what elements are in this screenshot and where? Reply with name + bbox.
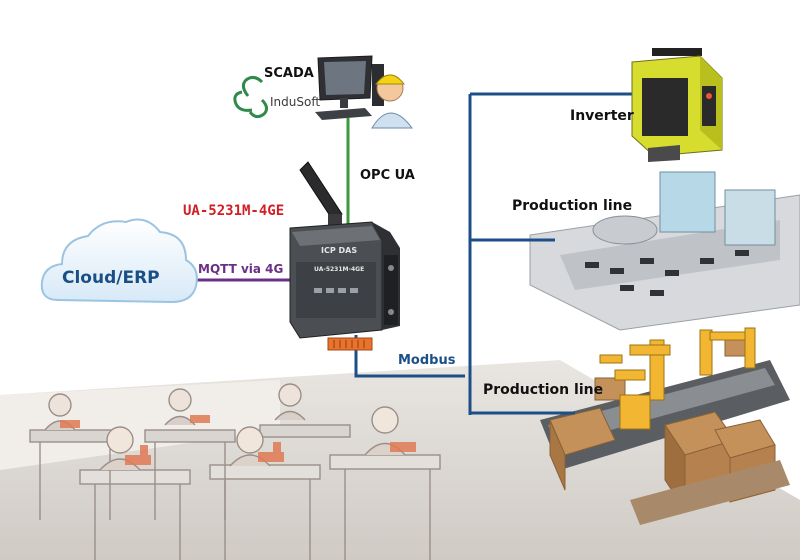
production-line-2-label: Production line (483, 382, 604, 398)
production-line-1 (529, 171, 800, 331)
ua-5231m-4ge-device (289, 161, 400, 351)
scada-label: SCADA (264, 66, 314, 81)
modbus-label: Modbus (398, 353, 456, 368)
indusoft-logo (233, 75, 269, 119)
cloud-shape (40, 218, 198, 304)
sewing-workers (29, 383, 441, 560)
inverter-icon (631, 48, 723, 162)
opc-ua-label: OPC UA (360, 168, 415, 183)
indusoft-logo-text: InduSoft (270, 95, 321, 109)
production-line-1-label: Production line (512, 198, 633, 214)
device-model-plate: UA-5231M-4GE (314, 266, 365, 273)
device-name-label: UA-5231M-4GE (183, 203, 285, 219)
inverter-label: Inverter (570, 108, 634, 124)
scada-workstation-icon (315, 55, 413, 129)
device-brand-text: ICP DAS (321, 246, 358, 255)
cloud-erp-label: Cloud/ERP (62, 268, 160, 288)
mqtt-label: MQTT via 4G (198, 262, 284, 276)
production-line-2 (540, 327, 790, 525)
